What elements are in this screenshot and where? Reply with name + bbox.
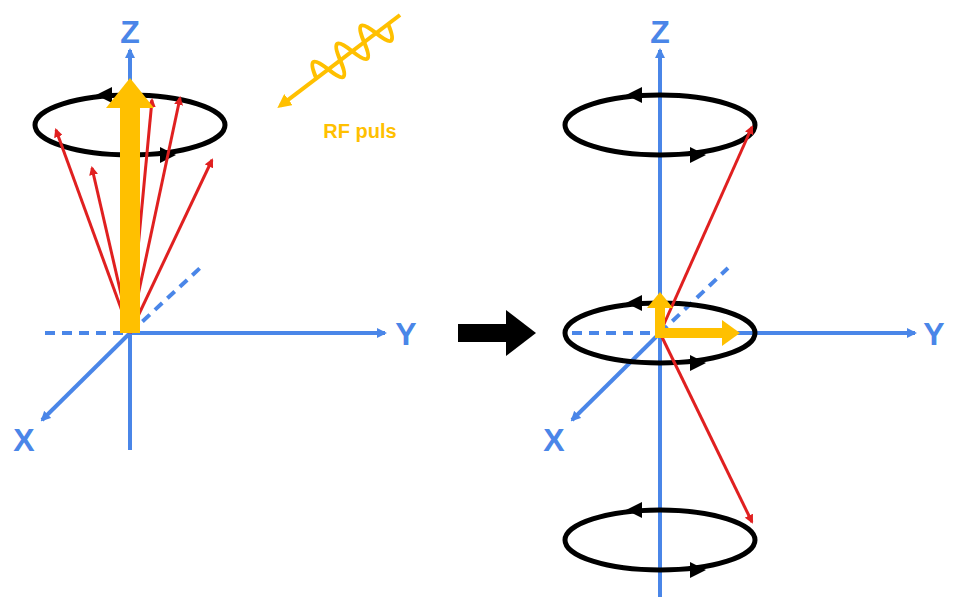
axis-label: Y xyxy=(923,318,944,350)
axis-label: X xyxy=(13,424,34,456)
net-magnetization xyxy=(106,78,154,333)
axis-label: Z xyxy=(650,16,670,48)
pulse-label: RF puls xyxy=(323,121,396,141)
axis-label: X xyxy=(543,424,564,456)
axis-label: Z xyxy=(120,16,140,48)
spin-vectors xyxy=(56,98,212,333)
precession-orbits xyxy=(565,95,755,570)
axis-label: Y xyxy=(395,318,416,350)
transition-arrow xyxy=(458,310,536,356)
right-axes xyxy=(572,50,915,597)
magnetization-components xyxy=(647,292,740,346)
rf-pulse-symbol xyxy=(271,3,409,118)
spin-vectors xyxy=(660,127,752,522)
